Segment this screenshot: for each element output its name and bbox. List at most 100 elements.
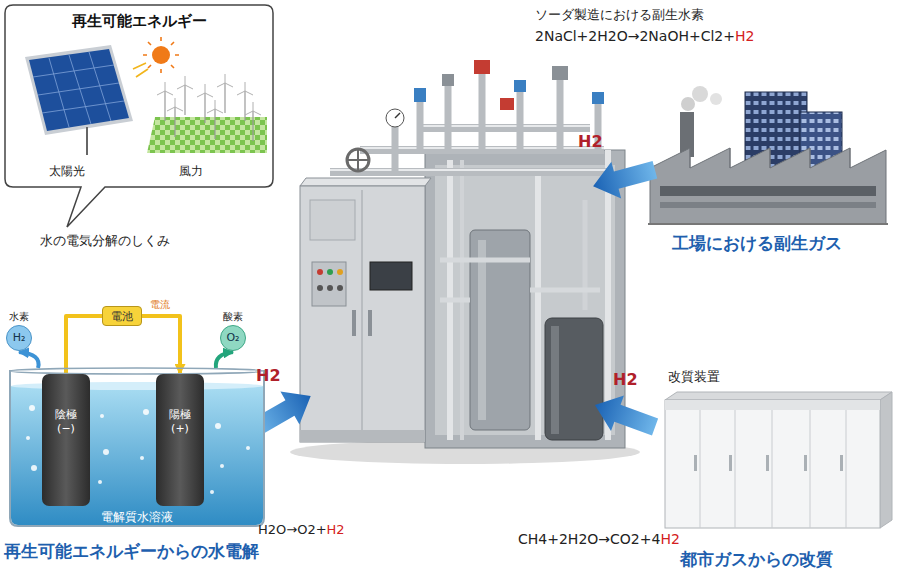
hydrogen-machine xyxy=(370,262,412,290)
solar-caption: 太陽光 xyxy=(49,163,85,180)
hydrogen-machine xyxy=(362,190,363,430)
hydrogen-machine xyxy=(386,109,404,127)
source-heading: 都市ガスからの改質 xyxy=(680,548,833,571)
hydrogen-arrow-label: H2 xyxy=(256,366,281,385)
callout-art xyxy=(157,82,173,121)
hydrogen-machine xyxy=(327,269,333,275)
electrolyte-label: 電解質水溶液 xyxy=(8,509,266,526)
hydrogen-machine xyxy=(440,260,600,300)
factory xyxy=(660,186,876,196)
hydrogen-machine xyxy=(347,149,369,171)
hydrogen-machine xyxy=(514,80,526,92)
factory xyxy=(710,93,722,105)
callout-title: 再生可能エネルギー xyxy=(5,12,273,31)
reformer-unit xyxy=(665,400,880,528)
callout-art xyxy=(5,5,273,227)
gas-name: 水素 xyxy=(3,310,35,323)
hydrogen-machine xyxy=(337,269,343,275)
factory xyxy=(660,202,876,208)
factory xyxy=(648,86,888,224)
section-heading: 水の電気分解のしくみ xyxy=(40,232,170,250)
hydrogen-machine xyxy=(317,285,323,291)
beaker-art xyxy=(215,423,221,429)
gas-formula: H₂ xyxy=(6,325,32,351)
hydrogen-machine xyxy=(474,60,490,74)
reaction-formula: H2O→O2+H2 xyxy=(258,522,345,537)
hydrogen-machine xyxy=(551,326,559,434)
hydrogen-machine xyxy=(442,74,454,86)
beaker-art xyxy=(31,465,37,471)
hydrogen-machine xyxy=(545,318,603,440)
reformer-unit xyxy=(729,455,732,471)
callout-art xyxy=(217,74,233,113)
gas-arrow xyxy=(216,352,233,368)
hydrogen-machine xyxy=(330,126,612,170)
highlight-term: H2 xyxy=(327,522,345,537)
beaker-art xyxy=(143,409,149,415)
reformer-unit xyxy=(766,455,769,471)
cathode-electrode: 陰極 (−) xyxy=(42,374,90,506)
hydrogen-machine xyxy=(478,240,486,420)
callout-art xyxy=(245,102,261,141)
hydrogen-machine xyxy=(500,98,514,110)
electrode-label: 陽極 (+) xyxy=(165,408,195,436)
hydrogen-machine xyxy=(337,285,343,291)
hydrogen-arrow-label: H2 xyxy=(578,132,603,151)
gas-name: 酸素 xyxy=(217,310,249,323)
hydrogen-machine xyxy=(395,113,400,118)
hydrogen-machine xyxy=(300,178,431,186)
beaker-art xyxy=(246,446,250,450)
beaker-art xyxy=(103,449,109,455)
battery-box: 電池 xyxy=(102,306,142,326)
beaker-art xyxy=(100,414,104,418)
reaction-formula: 2NaCl+2H2O→2NaOH+Cl2+H2 xyxy=(535,28,754,44)
reaction-formula: CH4+2H2O→CO2+4H2 xyxy=(518,531,680,547)
hydrogen-machine xyxy=(317,269,323,275)
reformer-unit xyxy=(700,410,846,528)
equipment-name: 改質装置 xyxy=(668,368,720,386)
hydrogen-arrow-label: H2 xyxy=(613,370,638,389)
wire xyxy=(142,316,180,374)
battery-label: 電池 xyxy=(111,309,133,324)
reformer-unit xyxy=(665,400,880,410)
hydrogen-machine xyxy=(592,92,604,104)
callout-art xyxy=(133,63,148,77)
callout-art xyxy=(147,117,267,153)
factory xyxy=(690,148,850,168)
callout-art xyxy=(5,5,273,235)
factory xyxy=(650,148,886,224)
callout-art xyxy=(25,45,133,135)
hydrogen-machine xyxy=(347,149,369,171)
source-heading: 再生可能エネルギーからの水電解 xyxy=(4,540,259,563)
callout-art xyxy=(167,98,183,137)
hydrogen-machine xyxy=(300,430,425,442)
callout-box: 再生可能エネルギー太陽光 風力 xyxy=(5,5,273,187)
hydrogen-flow-arrows xyxy=(588,387,661,445)
electrode-label: 陰極 (−) xyxy=(51,408,81,436)
wind-caption: 風力 xyxy=(179,163,203,180)
reformer-unit xyxy=(665,392,892,400)
highlight-term: H2 xyxy=(660,531,679,547)
reformer-unit xyxy=(665,392,892,528)
hydrogen-machine xyxy=(368,310,372,336)
reformer-unit xyxy=(694,455,697,471)
hydrogen-machine xyxy=(290,60,640,464)
hydrogen-bubble: 水素 H₂ xyxy=(3,310,35,352)
hydrogen-machine xyxy=(352,310,356,336)
anode-electrode: 陽極 (+) xyxy=(156,374,204,506)
callout-art xyxy=(152,46,170,64)
callout-art xyxy=(207,100,223,139)
oxygen-bubble: 酸素O₂ xyxy=(217,310,249,352)
callout-art xyxy=(86,127,88,155)
factory xyxy=(681,97,695,111)
hydrogen-machine xyxy=(327,285,333,291)
callout-art xyxy=(29,49,129,131)
hydrogen-machine xyxy=(310,200,355,240)
hydrogen-machine xyxy=(312,262,346,306)
hydrogen-flow-arrows xyxy=(588,151,660,204)
hydrogen-machine xyxy=(414,88,426,102)
reformer-unit xyxy=(804,455,807,471)
beaker-art xyxy=(140,456,144,460)
callout-art xyxy=(143,37,179,73)
hydrogen-machine xyxy=(395,70,598,172)
